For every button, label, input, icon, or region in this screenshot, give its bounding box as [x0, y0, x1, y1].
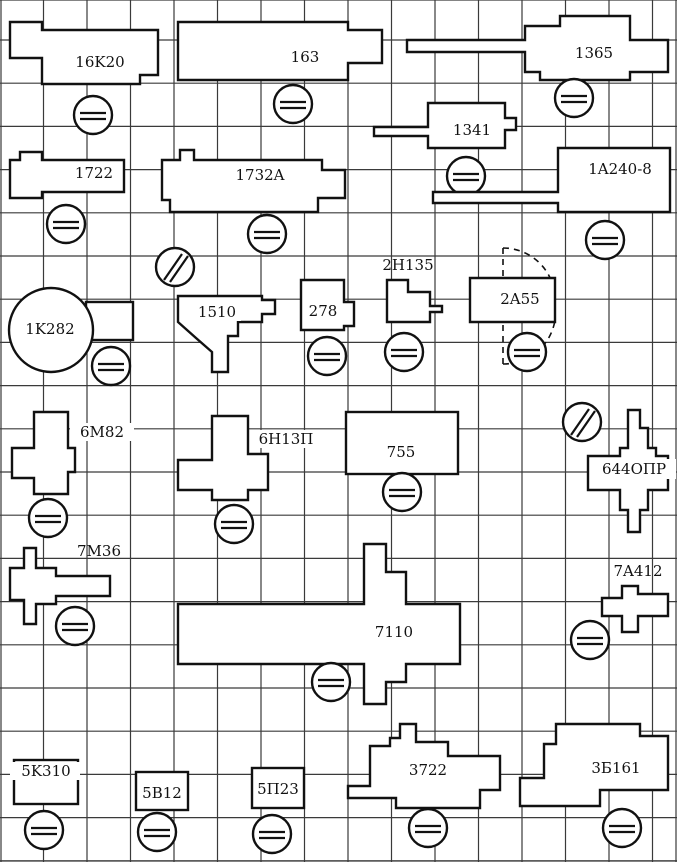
operator-station-icon: [584, 219, 626, 261]
machine-label: 3Б161: [591, 759, 640, 777]
service-point-icon: [561, 401, 603, 443]
machine-755: 755: [344, 410, 460, 476]
machine-5p23: 5П23: [250, 766, 306, 810]
machine-label: 1A240-8: [588, 160, 652, 178]
machine-2h135: [385, 278, 444, 324]
machine-1a240: 1A240-8: [431, 146, 672, 214]
machine-1722: 1722: [8, 150, 126, 200]
operator-station-icon: [306, 335, 348, 377]
machine-label: 278: [309, 302, 338, 320]
operator-station-icon: [54, 605, 96, 647]
operator-station-icon: [506, 331, 548, 373]
machine-label: 6M82: [80, 423, 124, 441]
machine-7a412: [600, 584, 670, 634]
machine-7110: 7110: [176, 542, 462, 706]
machine-label: 3722: [409, 761, 447, 779]
machine-label: 5B12: [142, 784, 182, 802]
machine-label: 1722: [75, 164, 113, 182]
operator-station-icon: [27, 497, 69, 539]
machine-label: 644ОПР: [602, 460, 666, 478]
machine-644opr: 644ОПР: [586, 408, 676, 534]
machine-label-2h135: 2H135: [382, 256, 433, 274]
machine-label: 16K20: [75, 53, 124, 71]
machine-label: 1341: [453, 121, 491, 139]
machine-7m36: [8, 546, 112, 626]
operator-station-icon: [251, 813, 293, 855]
operator-station-icon: [601, 807, 643, 849]
operator-station-icon: [72, 94, 114, 136]
machine-5v12: 5B12: [134, 770, 190, 812]
operator-station-icon: [45, 203, 87, 245]
machine-label: 1732A: [235, 166, 284, 184]
machine-16k20: 16K20: [8, 20, 160, 86]
operator-station-icon: [569, 619, 611, 661]
machine-1k282: 1K282: [7, 286, 135, 374]
operator-station-icon: [23, 809, 65, 851]
machine-label: 755: [387, 443, 416, 461]
operator-station-icon: [90, 345, 132, 387]
operator-station-icon: [553, 77, 595, 119]
machine-3b161: 3Б161: [518, 722, 670, 808]
machine-1341: 1341: [372, 101, 518, 150]
machine-label: 1365: [575, 44, 613, 62]
machine-5k310: 5K310: [10, 758, 80, 806]
machine-label: 1K282: [25, 320, 74, 338]
machine-6h13p: 6H13П: [176, 414, 320, 502]
machine-label: 6H13П: [259, 430, 314, 448]
operator-station-icon: [136, 811, 178, 853]
machine-1365: 1365: [405, 14, 670, 82]
machine-label-7m36: 7M36: [77, 542, 121, 560]
operator-station-icon: [407, 807, 449, 849]
machine-3722: 3722: [346, 722, 502, 810]
operator-station-icon: [310, 661, 352, 703]
operator-station-icon: [383, 331, 425, 373]
machine-label: 5K310: [21, 762, 70, 780]
operator-station-icon: [246, 213, 288, 255]
operator-station-icon: [213, 503, 255, 545]
machine-278: 278: [299, 278, 356, 332]
machine-163: 163: [176, 20, 384, 82]
machine-label: 5П23: [257, 780, 299, 798]
operator-station-icon: [272, 83, 314, 125]
machine-label: 163: [291, 48, 320, 66]
machine-1510: 1510: [176, 294, 277, 374]
machine-6m82: 6M82: [10, 410, 134, 496]
operator-station-icon: [445, 155, 487, 197]
machine-label: 1510: [198, 303, 236, 321]
machine-label: 7110: [375, 623, 413, 641]
machine-label-7a412: 7A412: [613, 562, 662, 580]
service-point-icon: [154, 246, 196, 288]
operator-station-icon: [381, 471, 423, 513]
machine-label: 2A55: [500, 290, 539, 308]
machine-1732a: 1732A: [160, 148, 347, 214]
machine-2a55: 2A55: [468, 247, 557, 365]
